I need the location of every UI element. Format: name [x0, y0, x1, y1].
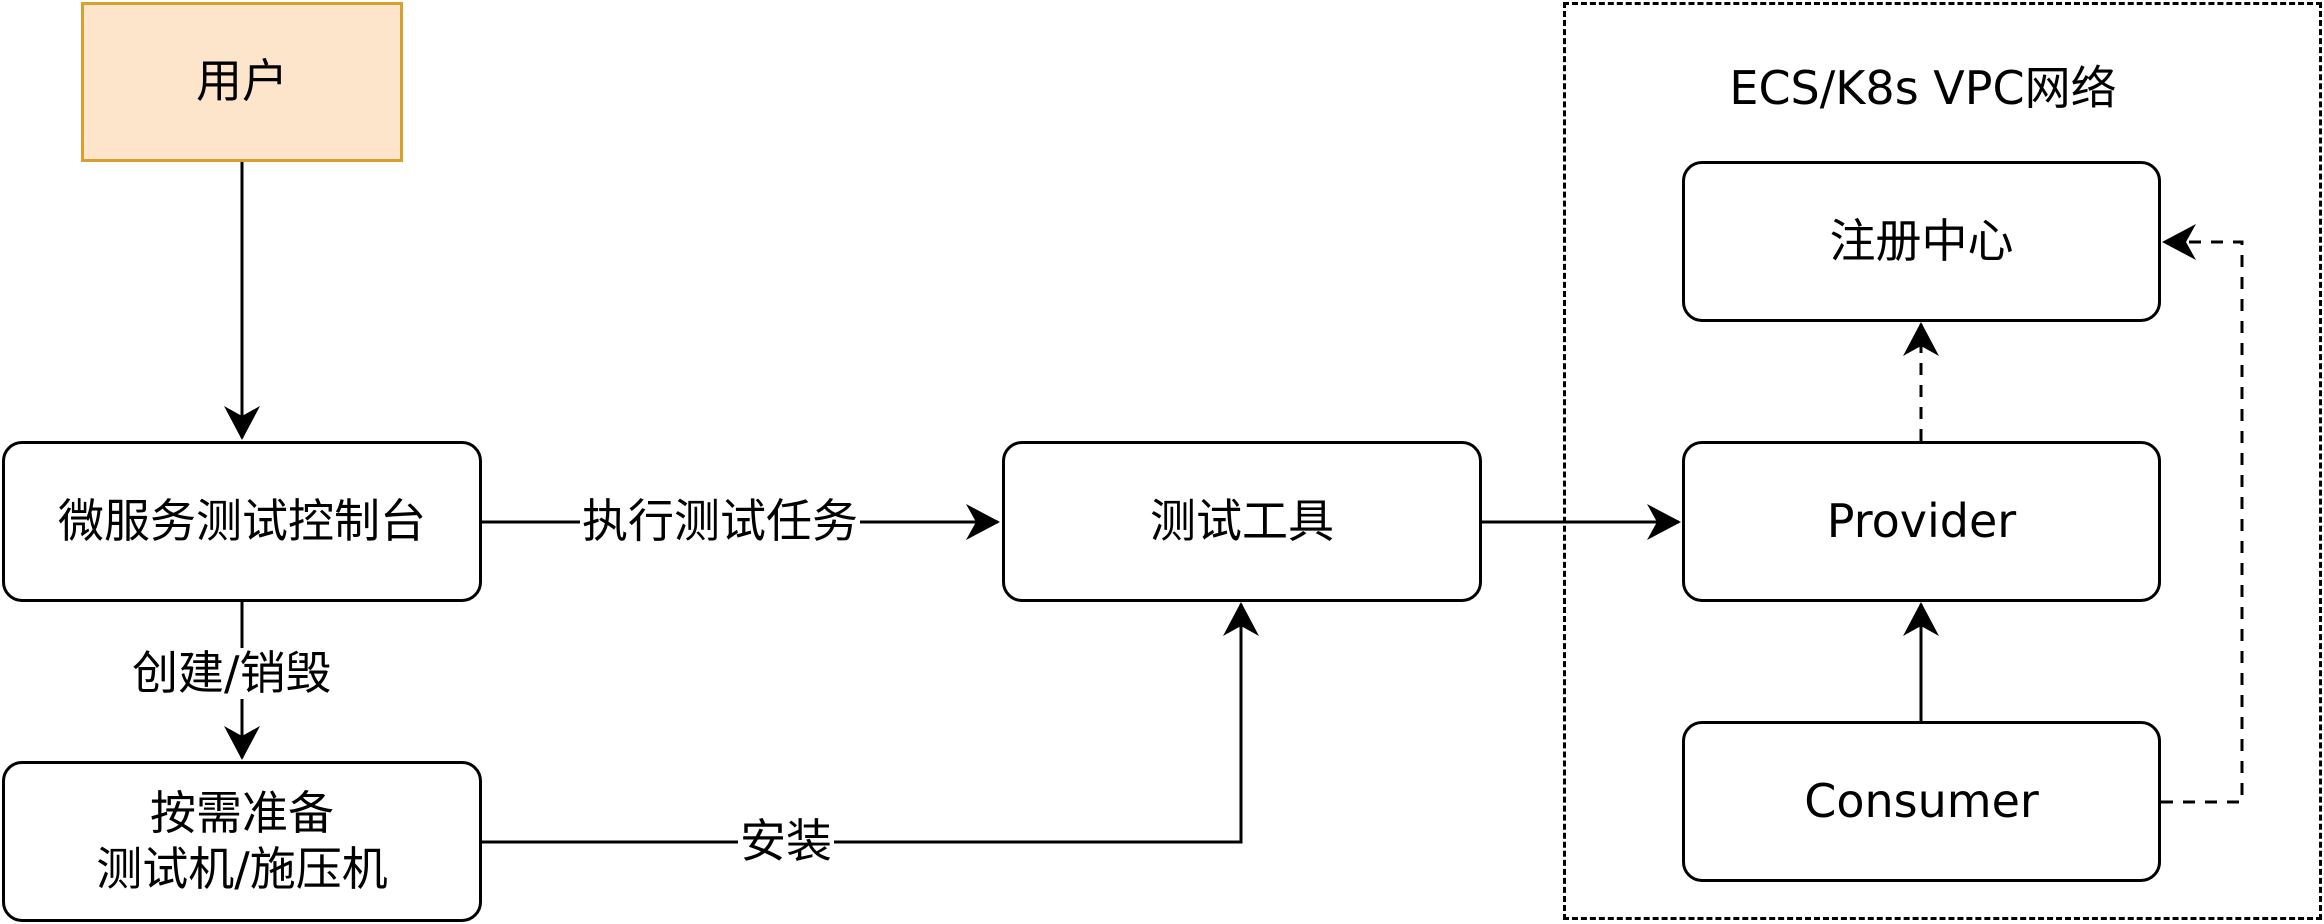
- registry-center-node: 注册中心: [1682, 161, 2161, 322]
- edge-machines-to-tool: [482, 602, 1259, 844]
- edge-label-install: 安装: [738, 814, 834, 868]
- vpc-network-title: ECS/K8s VPC网络: [1729, 61, 2117, 115]
- test-machines-node: 按需准备 测试机/施压机: [2, 761, 482, 922]
- edge-label-create-destroy: 创建/销毁: [130, 646, 334, 700]
- test-console-node: 微服务测试控制台: [2, 441, 482, 602]
- test-machines-line2: 测试机/施压机: [96, 841, 388, 896]
- user-node: 用户: [81, 2, 403, 162]
- test-tool-node: 测试工具: [1002, 441, 1482, 602]
- edge-label-execute-tasks: 执行测试任务: [580, 494, 860, 548]
- consumer-node: Consumer: [1682, 721, 2161, 882]
- provider-node: Provider: [1682, 441, 2161, 602]
- edge-consumer-to-registry: [2161, 224, 2244, 804]
- vpc-network-group: [1563, 2, 2322, 920]
- test-machines-line1: 按需准备: [150, 786, 334, 841]
